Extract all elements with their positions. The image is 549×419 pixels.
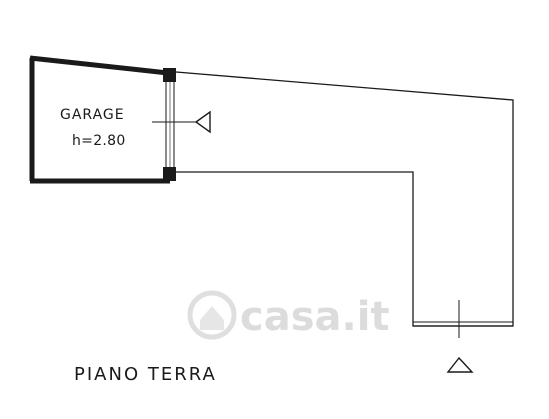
room-name-label: GARAGE [60,107,125,123]
garage-door [165,82,175,167]
bottom-opening [413,300,513,338]
watermark-logo-house-icon [200,306,224,330]
watermark: casa.it [187,290,390,340]
garage-entrance-arrow-icon [152,110,211,134]
room-height-label: h=2.80 [72,133,126,149]
watermark-text: casa.it [240,294,390,340]
watermark-logo-icon [187,290,237,340]
plot-outline [175,71,514,327]
floor-label: PIANO TERRA [74,364,217,385]
main-entrance-arrow-icon [446,356,474,373]
garage-walls [29,55,176,184]
